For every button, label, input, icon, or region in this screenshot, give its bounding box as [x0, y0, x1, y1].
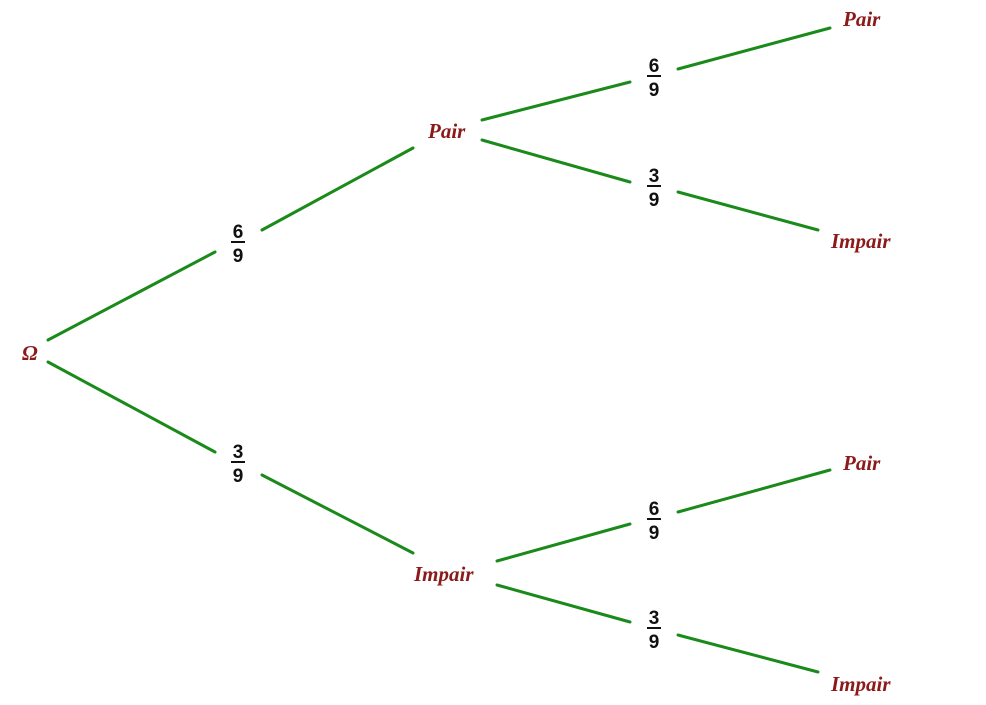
- probability-numerator: 3: [233, 442, 244, 463]
- edge-root-to-pair: [46, 250, 217, 342]
- root-node-label: Ω: [22, 341, 38, 365]
- probability-denominator: 9: [649, 190, 660, 211]
- probability-fraction: 6 9: [647, 56, 661, 101]
- edge-impair-to-impair: [676, 633, 820, 674]
- probability-fraction: 3 9: [231, 442, 245, 487]
- edge-pair-to-impair: [676, 190, 820, 232]
- edge-pair-to-pair: [676, 26, 832, 71]
- node-label-impair: Impair: [413, 562, 474, 586]
- edge-pair-to-impair: [480, 138, 632, 184]
- probability-fraction: 6 9: [231, 222, 245, 267]
- probability-denominator: 9: [649, 632, 660, 653]
- node-label-pair: Pair: [842, 7, 881, 31]
- probability-denominator: 9: [233, 466, 244, 487]
- probability-denominator: 9: [233, 246, 244, 267]
- probability-denominator: 9: [649, 523, 660, 544]
- probability-numerator: 6: [649, 499, 660, 520]
- edge-root-to-impair: [260, 473, 415, 555]
- edge-impair-to-impair: [495, 583, 632, 624]
- probability-numerator: 3: [649, 608, 660, 629]
- probability-fraction: 3 9: [647, 608, 661, 653]
- edge-impair-to-pair: [676, 468, 832, 514]
- node-label-pair: Pair: [842, 451, 881, 475]
- probability-numerator: 6: [649, 56, 660, 77]
- node-label-impair: Impair: [830, 672, 891, 696]
- edge-pair-to-pair: [480, 80, 632, 122]
- probability-denominator: 9: [649, 80, 660, 101]
- node-label-pair: Pair: [427, 119, 466, 143]
- probability-fraction: 3 9: [647, 166, 661, 211]
- probability-fraction: 6 9: [647, 499, 661, 544]
- node-label-impair: Impair: [830, 229, 891, 253]
- edge-root-to-pair: [260, 146, 415, 232]
- probability-numerator: 3: [649, 166, 660, 187]
- probability-numerator: 6: [233, 222, 244, 243]
- edge-impair-to-pair: [495, 522, 632, 563]
- edge-root-to-impair: [46, 360, 217, 454]
